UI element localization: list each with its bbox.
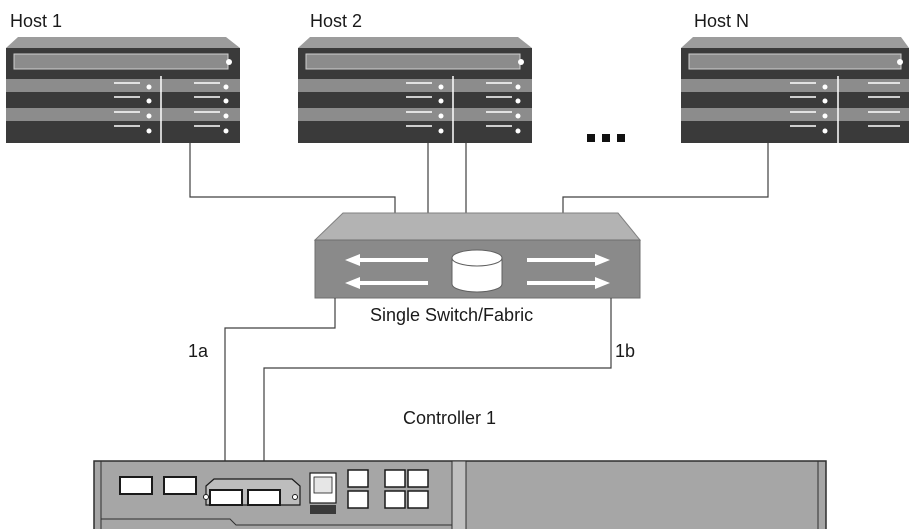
host-1-server: Host 1	[6, 11, 240, 143]
host-cables	[189, 143, 769, 213]
port-1b	[247, 489, 281, 506]
host-2-label: Host 2	[310, 11, 362, 31]
controller-cables	[224, 298, 612, 493]
host-n-server: Host N	[681, 11, 909, 143]
left-arrow-icon	[345, 254, 428, 289]
host-n-top	[681, 37, 909, 48]
storage-cylinder-icon	[451, 249, 503, 293]
port-1a-label: 1a	[188, 341, 209, 361]
port-1b-label: 1b	[615, 341, 635, 361]
port-1a	[209, 489, 243, 506]
host-2-server: Host 2	[298, 11, 532, 143]
host-2-top	[298, 37, 532, 48]
host-n-label: Host N	[694, 11, 749, 31]
switch-fabric: Single Switch/Fabric	[313, 212, 642, 325]
switch-label: Single Switch/Fabric	[370, 305, 533, 325]
right-arrow-icon	[527, 254, 610, 289]
host-1-label: Host 1	[10, 11, 62, 31]
controller-1-chassis	[93, 460, 827, 529]
controller-label: Controller 1	[403, 408, 496, 428]
more-hosts-ellipsis	[587, 134, 625, 142]
host-1-top	[6, 37, 240, 48]
